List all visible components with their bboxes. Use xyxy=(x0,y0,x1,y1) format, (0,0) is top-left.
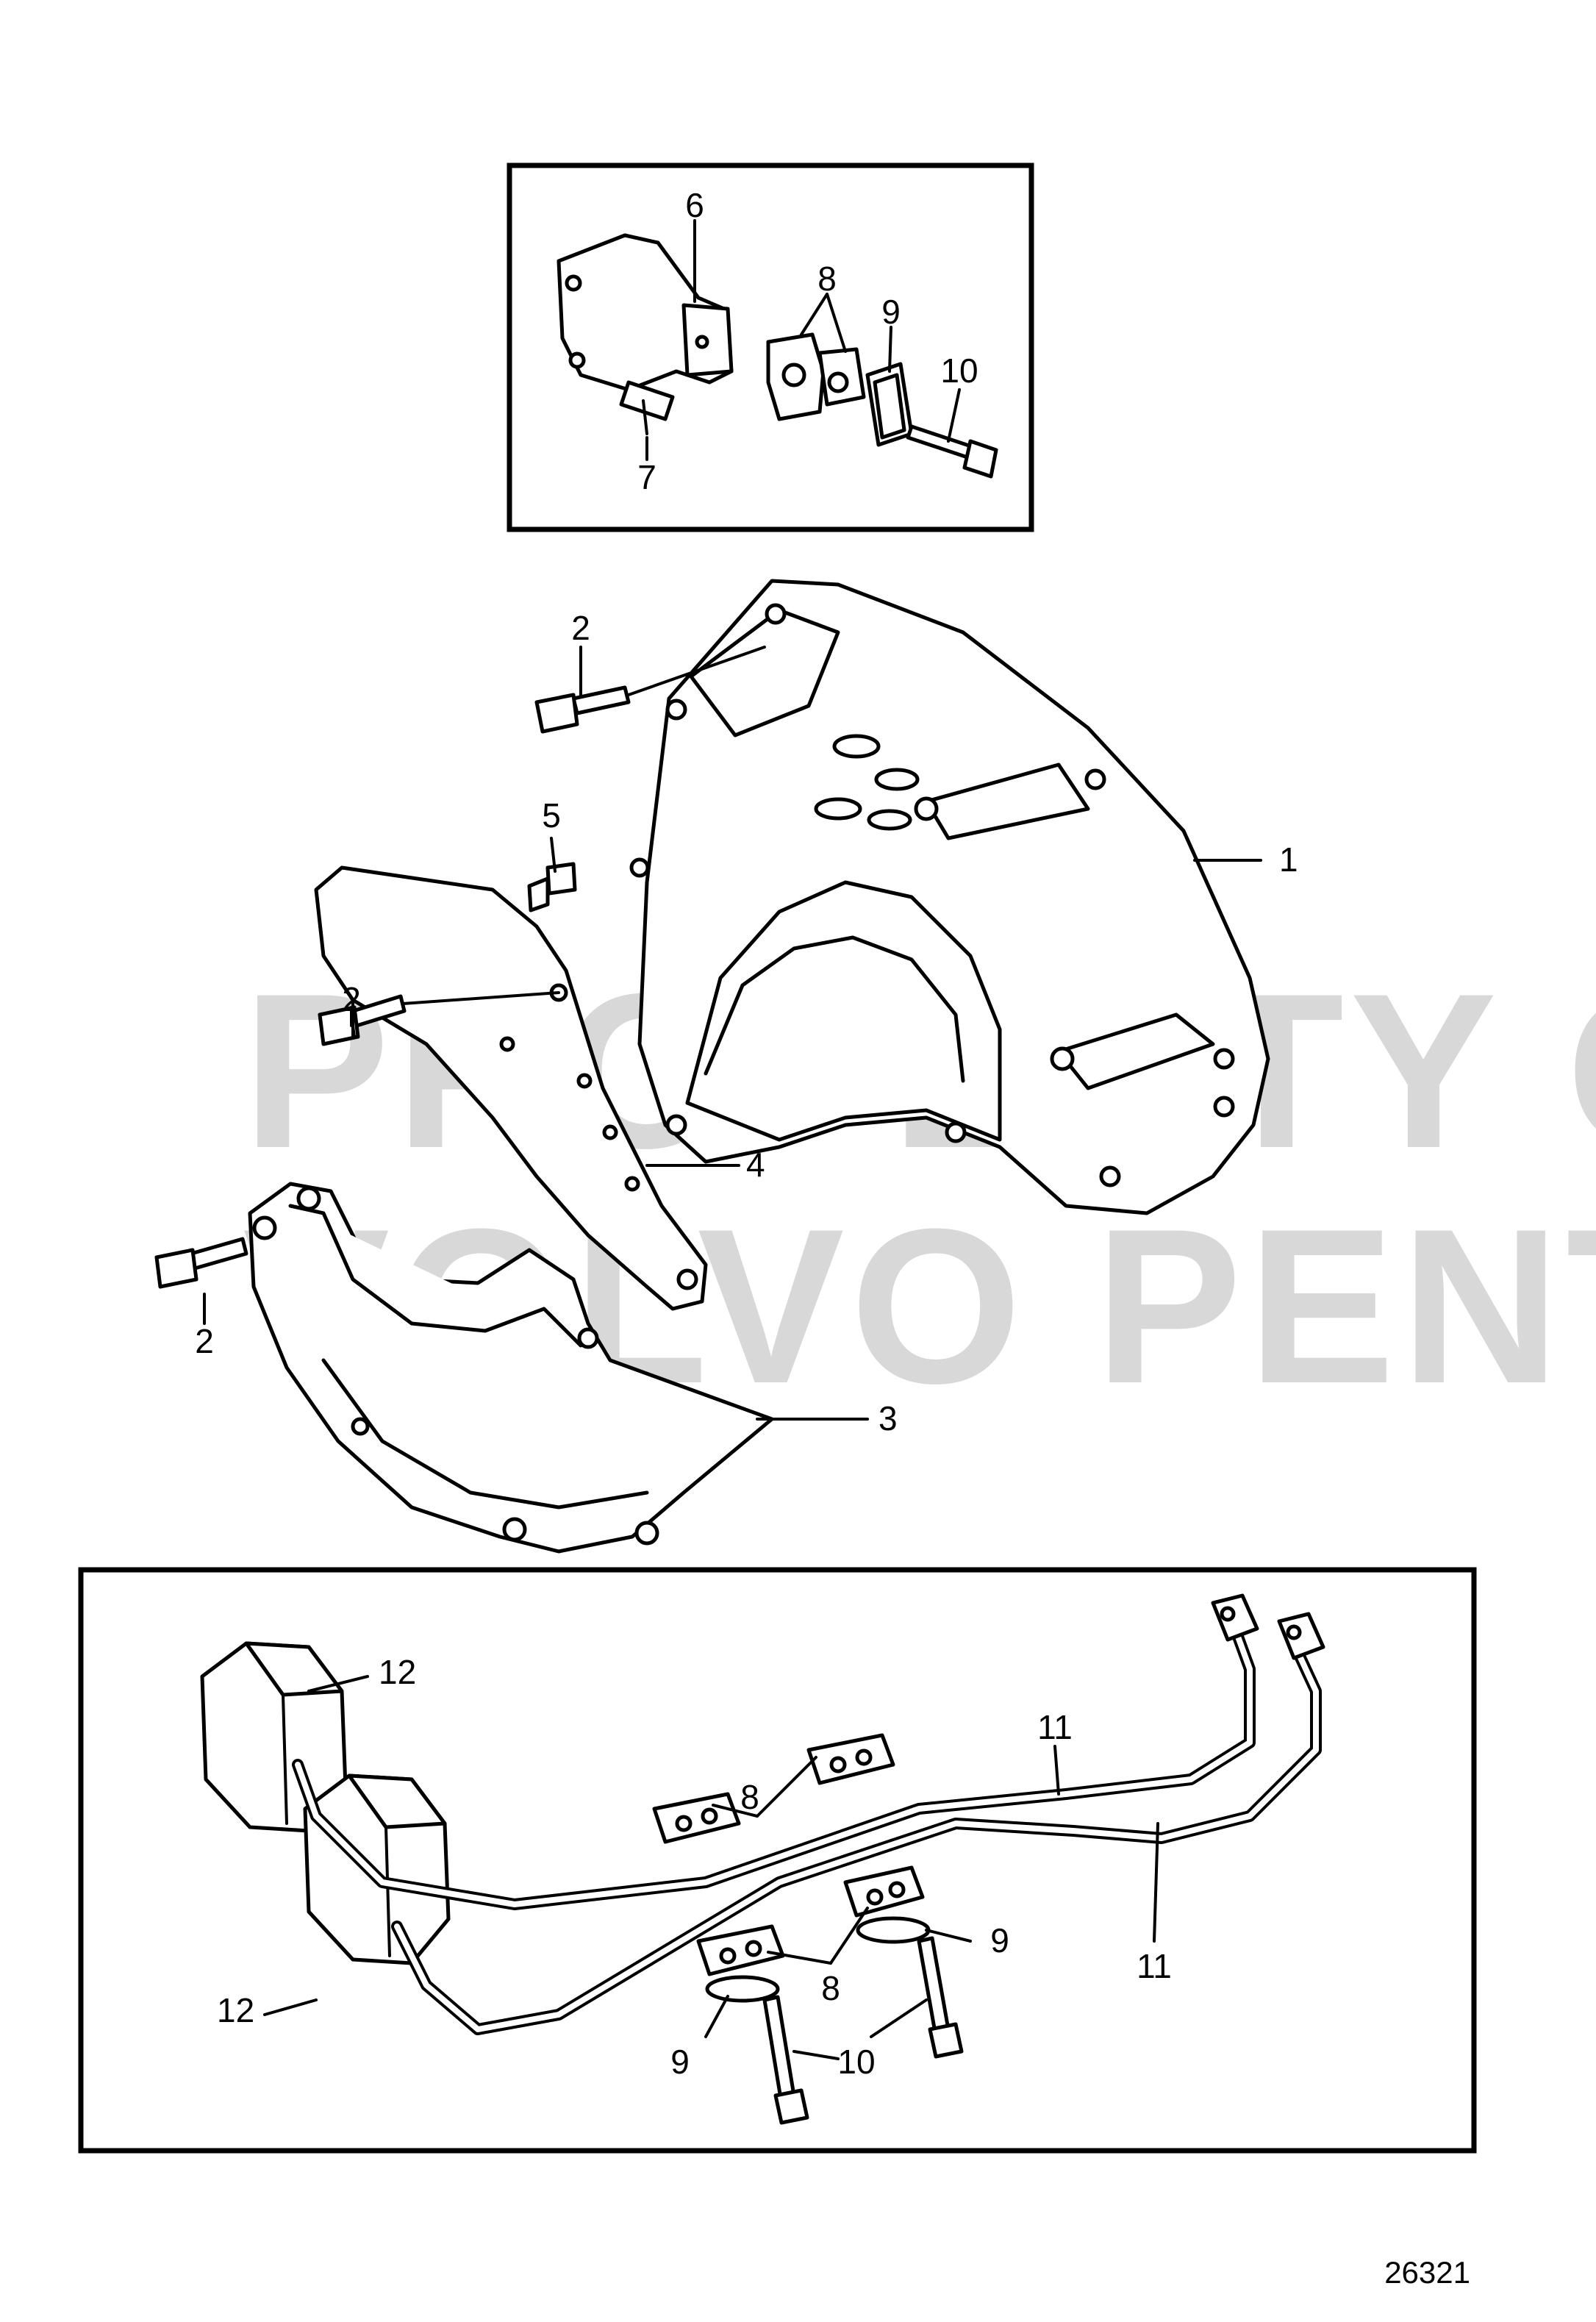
part-1-bell-housing xyxy=(629,579,1270,1215)
drawing-number: 26321 xyxy=(1384,2255,1470,2290)
callout-6: 6 xyxy=(685,186,704,224)
part-2-bolt-lower xyxy=(154,1237,248,1289)
callout-8-lower: 8 xyxy=(821,1969,840,2007)
part-9-plate xyxy=(865,362,914,447)
callout-8-upper: 8 xyxy=(740,1778,759,1816)
callout-9-top: 9 xyxy=(881,293,901,331)
part-11-cable-upper xyxy=(292,1623,1256,1910)
part-3-lower-cover xyxy=(248,1182,774,1554)
callout-10-bottom: 10 xyxy=(837,2043,875,2081)
callout-1: 1 xyxy=(1279,840,1298,879)
part-9-washer-right xyxy=(856,1916,931,1944)
callout-10-top: 10 xyxy=(940,351,978,390)
detail-box-bottom xyxy=(78,1567,1477,2154)
callout-11-upper: 11 xyxy=(1037,1708,1073,1746)
callout-7: 7 xyxy=(637,458,656,496)
part-10-bolt-right xyxy=(917,1936,964,2059)
callout-2-lower: 2 xyxy=(195,1322,214,1360)
part-2-bolt-upper xyxy=(534,685,631,734)
callout-4: 4 xyxy=(746,1146,765,1184)
callout-2-upper: 2 xyxy=(571,609,590,647)
part-5-bolt xyxy=(527,862,577,912)
part-8-clamp-upper-left xyxy=(652,1792,741,1844)
callout-12-lower: 12 xyxy=(217,1991,254,2029)
part-7-bolt xyxy=(619,380,675,435)
callout-11-lower: 11 xyxy=(1137,1947,1172,1985)
callout-12-upper: 12 xyxy=(379,1653,416,1691)
callout-9-right: 9 xyxy=(990,1921,1009,1960)
part-2-bolt-middle xyxy=(318,994,407,1046)
part-8-clamp xyxy=(766,332,866,421)
detail-box-top xyxy=(507,162,1034,532)
callout-8-top: 8 xyxy=(817,260,837,298)
part-8-clamp-lower-left xyxy=(696,1924,785,1976)
part-11-cable-lower xyxy=(391,1593,1325,2035)
callout-2-middle: 2 xyxy=(342,980,361,1018)
part-10-bolt-left xyxy=(762,1995,809,2125)
callout-3: 3 xyxy=(878,1399,898,1437)
part-8-clamp-upper-right xyxy=(806,1733,895,1785)
callout-9-left: 9 xyxy=(670,2043,690,2081)
part-6-bracket xyxy=(557,233,734,392)
part-8-clamp-lower-right xyxy=(843,1865,925,1918)
part-9-washer-left xyxy=(705,1975,780,2003)
part-10-bolt xyxy=(906,424,998,479)
callout-5: 5 xyxy=(542,796,561,835)
